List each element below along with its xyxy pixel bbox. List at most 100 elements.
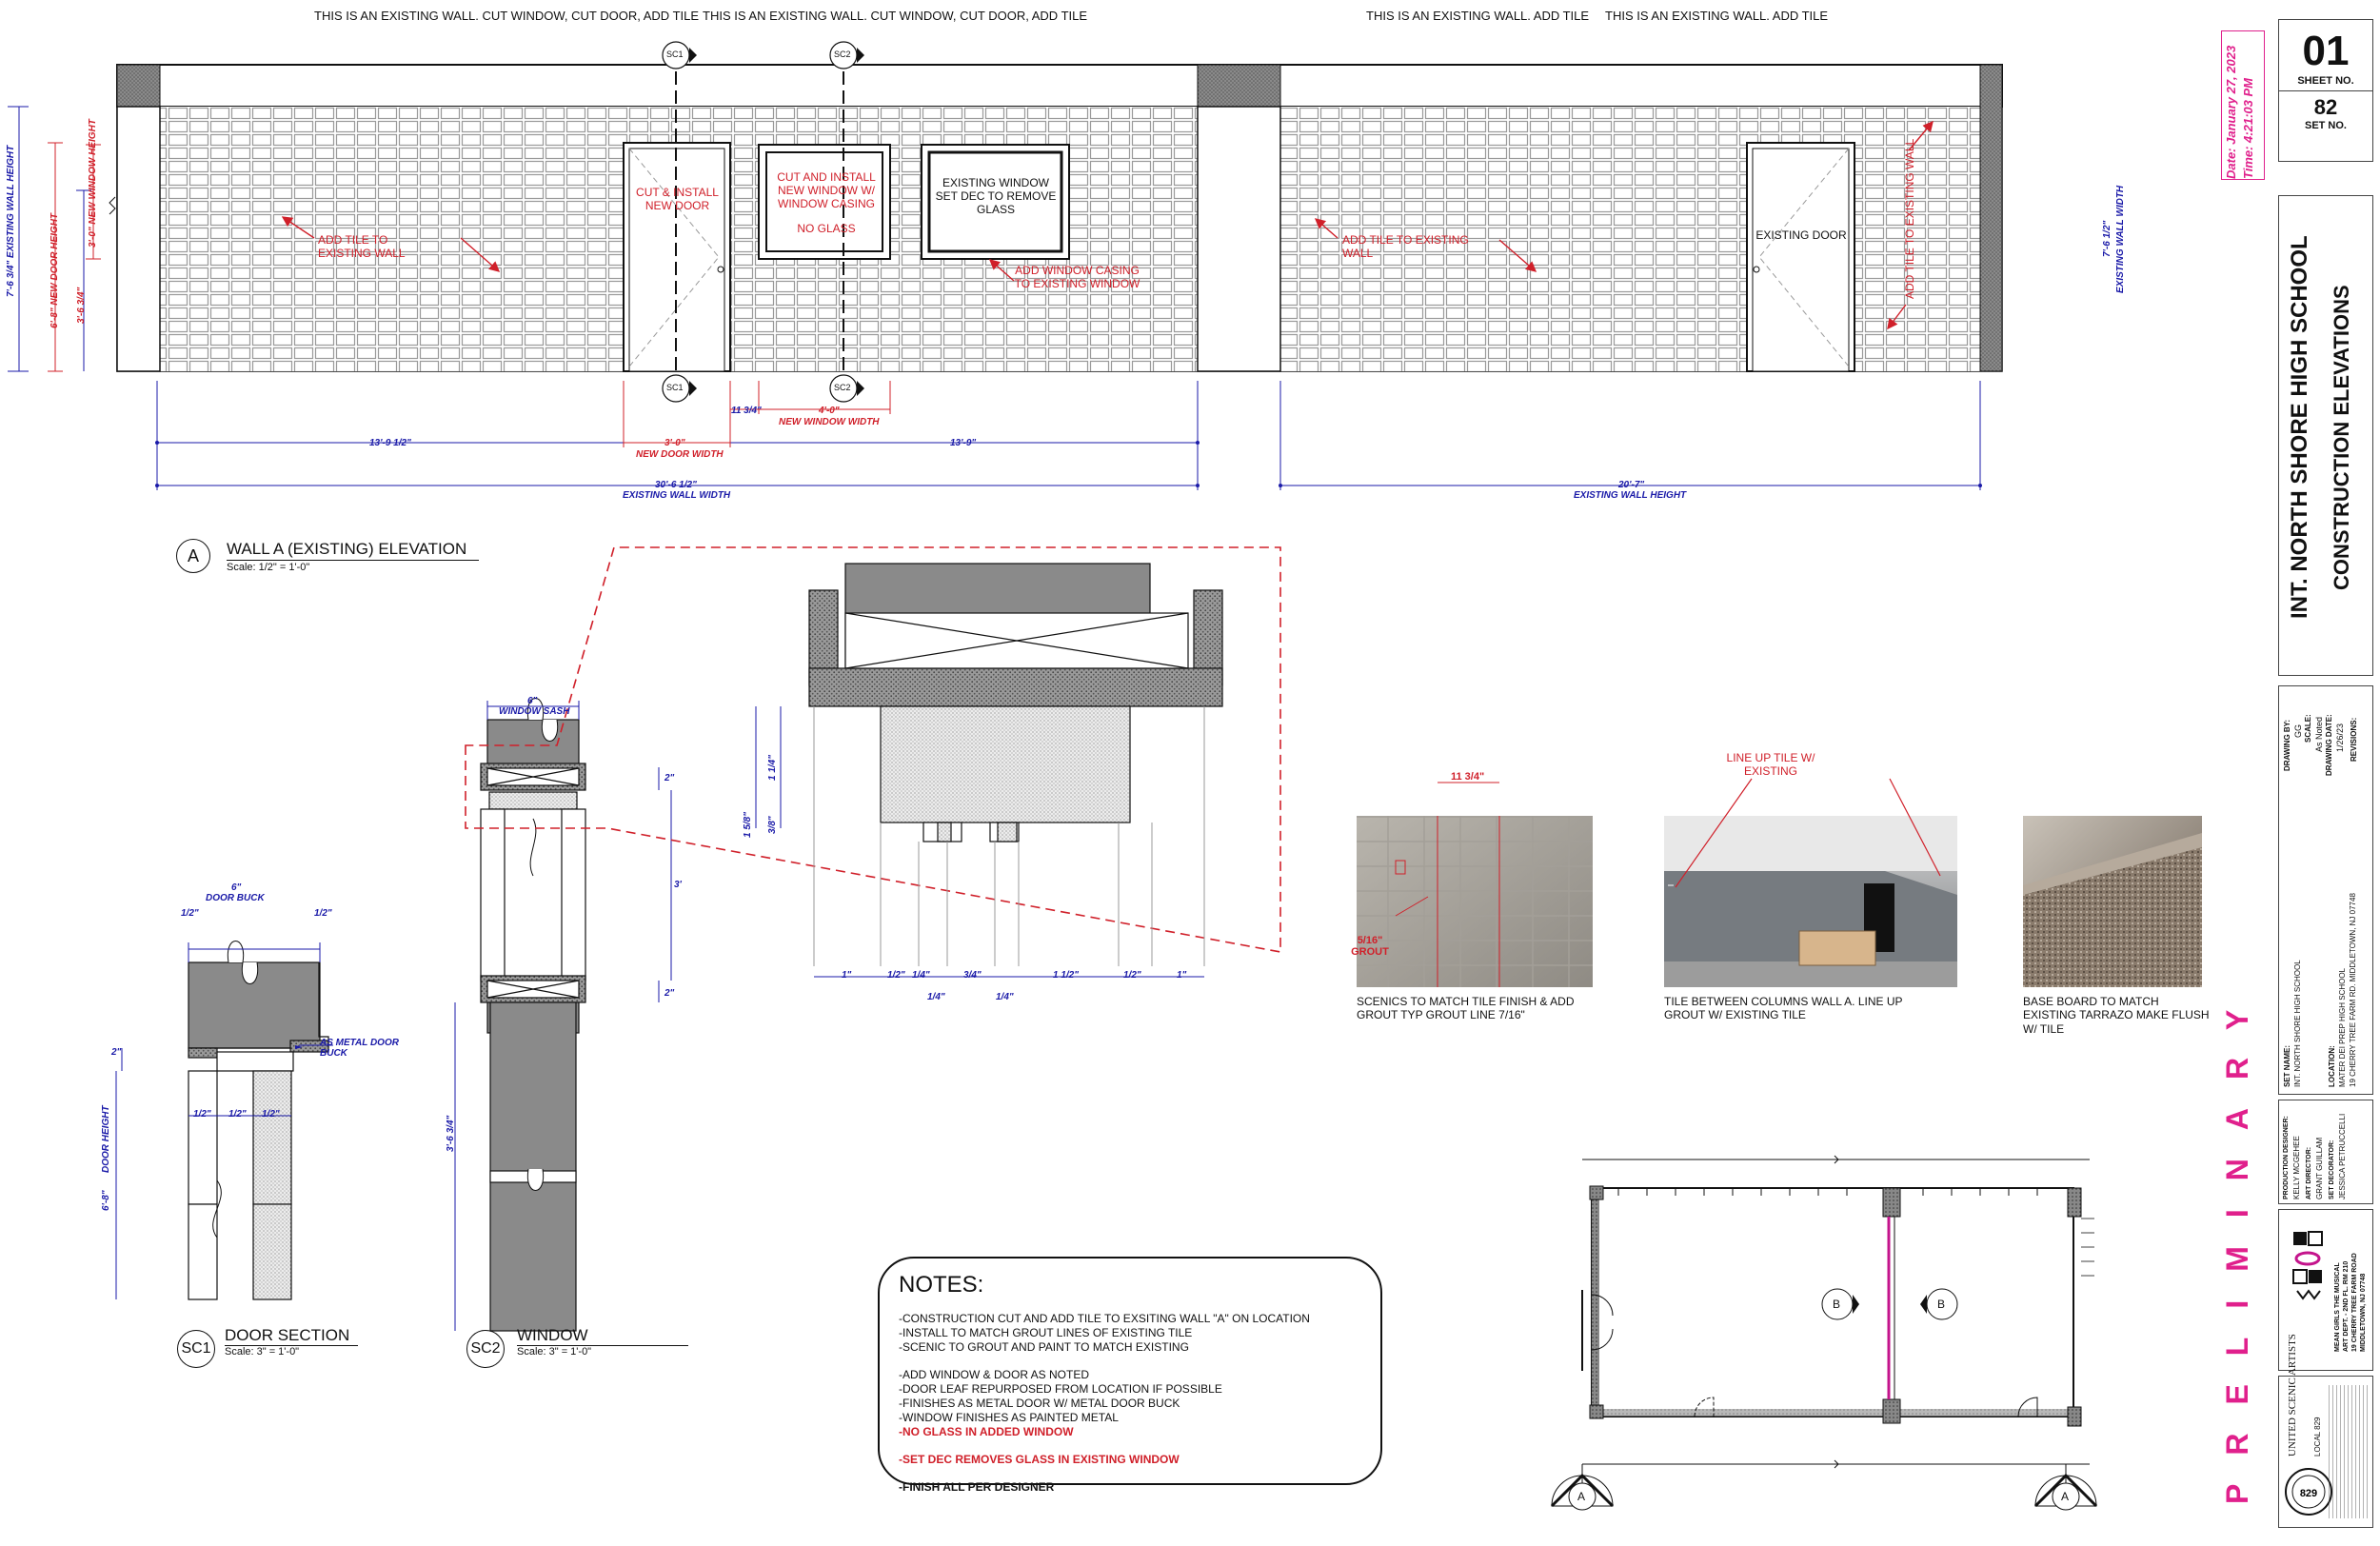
set-name-label: SET NAME:	[2283, 1045, 2291, 1087]
set-number-label: SET NO.	[2304, 120, 2347, 131]
ad-name: GRANT GUILLAM	[2315, 1137, 2324, 1199]
notes-box: NOTES: -CONSTRUCTION CUT AND ADD TILE TO…	[878, 1257, 1382, 1494]
dim-door-width: 3'-0"	[664, 438, 685, 448]
sd-name: JESSICA PETRUCCELLI	[2338, 1113, 2347, 1199]
production-line-2: ART DEPT. - 2ND FL. RM 210	[2343, 1260, 2350, 1352]
sc1-dim-bottom-c: 1/2"	[262, 1109, 280, 1120]
set-name: INT. NORTH SHORE HIGH SCHOOL	[2293, 960, 2302, 1087]
sc1-dim-bottom-b: 1/2"	[228, 1109, 247, 1120]
note-cut-install-window: CUT AND INSTALL NEW WINDOW W/ WINDOW CAS…	[777, 170, 876, 210]
pd-name: KELLY MCGEHEE	[2292, 1136, 2301, 1199]
note-line: -SCENIC TO GROUT AND PAINT TO MATCH EXIS…	[899, 1340, 1189, 1354]
sc2-dim-three-ft: 3'	[674, 880, 682, 890]
location-line-1: MATER DEI PREP HIGH SCHOOL	[2338, 967, 2347, 1087]
view-a-title: WALL A (EXISTING) ELEVATION	[227, 540, 467, 558]
pd-label: PRODUCTION DESIGNER:	[2283, 1116, 2290, 1199]
project-title-box	[2278, 195, 2373, 676]
dim-wall-height-left: 7'-6 3/4" EXISTING WALL HEIGHT	[6, 145, 16, 297]
dim-door-width-label: NEW DOOR WIDTH	[636, 449, 724, 460]
note-existing-window: EXISTING WINDOW SET DEC TO REMOVE GLASS	[935, 176, 1057, 216]
project-title: INT. NORTH SHORE HIGH SCHOOL	[2287, 235, 2312, 619]
sc2-dim-sash-width: 6"	[527, 696, 538, 706]
dim-left-run: 13'-9 1/2"	[369, 438, 411, 448]
union-box	[2278, 1376, 2373, 1528]
location-line-2: 19 CHERRY TREE FARM RD. MIDDLETOWN, NJ 0…	[2349, 893, 2357, 1087]
union-name: UNITED SCENIC ARTISTS	[2287, 1334, 2298, 1457]
plan-tag-b-left: B	[1833, 1298, 1841, 1311]
detail-dim-b4: 3/4"	[963, 970, 982, 981]
view-sc1-underline	[225, 1345, 358, 1346]
view-sc2-title: WINDOW	[517, 1326, 588, 1344]
sc1-dim-door-height: 6'-8"	[101, 1190, 111, 1211]
reference-photos	[1357, 778, 2202, 987]
dim-right-wall-width: 20'-7"	[1618, 480, 1645, 490]
detail-dim-b2: 1/2"	[887, 970, 905, 981]
dim-new-door-height: 6'-8" NEW DOOR HEIGHT	[50, 212, 60, 328]
note-add-tile-vertical: ADD TILE TO EXISTING WALL	[1903, 138, 1916, 299]
note-add-window-casing: ADD WINDOW CASING TO EXISTING WINDOW	[1014, 264, 1140, 290]
view-sc1-tag: SC1	[177, 1330, 215, 1368]
sc1-tag-top: SC1	[666, 50, 684, 59]
union-fine-print	[2329, 1385, 2369, 1518]
detail-dim-b5: 1 1/2"	[1053, 970, 1079, 981]
detail-dim-b7: 1"	[1177, 970, 1187, 981]
detail-dim-b1: 1"	[842, 970, 852, 981]
note-line: -FINISHES AS METAL DOOR W/ METAL DOOR BU…	[899, 1397, 1180, 1410]
detail-dim-b3: 1/4"	[912, 970, 930, 981]
detail-dim-d3: 3/8"	[767, 816, 778, 834]
photo-tile-dim: 11 3/4"	[1451, 771, 1485, 783]
view-sc1-scale: Scale: 3" = 1'-0"	[225, 1346, 300, 1358]
sc2-tag-bottom: SC2	[834, 383, 851, 392]
note-line-red: -NO GLASS IN ADDED WINDOW	[899, 1425, 1074, 1438]
view-sc2-scale: Scale: 3" = 1'-0"	[517, 1346, 592, 1358]
detail-dim-b6: 1/2"	[1123, 970, 1141, 981]
sd-label: SET DECORATOR:	[2329, 1140, 2335, 1199]
union-local: LOCAL 829	[2313, 1417, 2322, 1457]
top-note-1: THIS IS AN EXISTING WALL. CUT WINDOW, CU…	[314, 9, 700, 23]
set-number: 82	[2313, 95, 2338, 119]
view-sc2-tag: SC2	[466, 1330, 505, 1368]
sc2-dim-two-bottom: 2"	[664, 988, 675, 999]
date-stamp-box	[2221, 30, 2265, 180]
dim-new-window-height: 3'-0" NEW WINDOW HEIGHT	[88, 119, 98, 248]
dim-right-wall-height-label: EXISTING WALL WIDTH	[2115, 185, 2126, 293]
location-label: LOCATION:	[2328, 1045, 2336, 1087]
dim-window-width-label: NEW WINDOW WIDTH	[779, 417, 880, 427]
time-stamp: Time: 4:21:03 PM	[2241, 78, 2255, 179]
dim-gap: 11 3/4"	[731, 406, 762, 416]
wall-elevation-drawing	[8, 41, 2003, 490]
note-line-red: -SET DEC REMOVES GLASS IN EXISTING WINDO…	[899, 1453, 1180, 1466]
note-cut-install-door: CUT & INSTALL NEW DOOR	[636, 186, 719, 212]
dim-right-wall-width-label: EXISTING WALL HEIGHT	[1574, 490, 1687, 501]
sc2-dim-sash-label: WINDOW SASH	[499, 706, 570, 717]
view-a-tag: A	[176, 539, 210, 573]
sc2-dim-sill: 3'-6 3/4"	[446, 1115, 456, 1152]
note-no-glass: NO GLASS	[797, 222, 856, 235]
detail-dim-d2: 1 1/4"	[767, 755, 778, 781]
photo-line-up: LINE UP TILE W/ EXISTING	[1726, 751, 1815, 778]
scale-label: SCALE:	[2304, 714, 2312, 743]
detail-dim-b9: 1/4"	[996, 992, 1014, 1002]
view-a-underline	[227, 560, 479, 561]
production-box	[2278, 1209, 2373, 1371]
sc1-dim-buck-width: 6"	[231, 882, 242, 893]
info-box	[2278, 685, 2373, 1095]
photo-grout: 5/16" GROUT	[1351, 935, 1389, 958]
note-line: -CONSTRUCTION CUT AND ADD TILE TO EXSITI…	[899, 1312, 1310, 1325]
top-note-3: THIS IS AN EXISTING WALL. ADD TILE	[1366, 9, 1590, 23]
top-note-4: THIS IS AN EXISTING WALL. ADD TILE	[1605, 9, 1829, 23]
dim-sill-height: 3'-6 3/4"	[76, 287, 87, 324]
drawing-date-label: DRAWING DATE:	[2325, 714, 2333, 776]
note-existing-door: EXISTING DOOR	[1755, 228, 1847, 242]
svg-text:829: 829	[2300, 1488, 2317, 1499]
revisions-label: REVISIONS:	[2350, 717, 2358, 762]
sc2-dim-two-top: 2"	[664, 773, 675, 783]
photo-caption-3: BASE BOARD TO MATCH EXISTING TARRAZO MAK…	[2023, 995, 2210, 1036]
sc1-dim-door-height-label: DOOR HEIGHT	[101, 1105, 111, 1173]
dim-right-run: 13'-9"	[950, 438, 977, 448]
drawing-by-label: DRAWING BY:	[2283, 719, 2291, 771]
view-sc1-title: DOOR SECTION	[225, 1326, 350, 1344]
top-note-2: THIS IS AN EXISTING WALL. CUT WINDOW, CU…	[703, 9, 1088, 23]
sc1-tag-bottom: SC1	[666, 383, 684, 392]
note-add-tile-right: ADD TILE TO EXISTING WALL	[1342, 233, 1469, 260]
